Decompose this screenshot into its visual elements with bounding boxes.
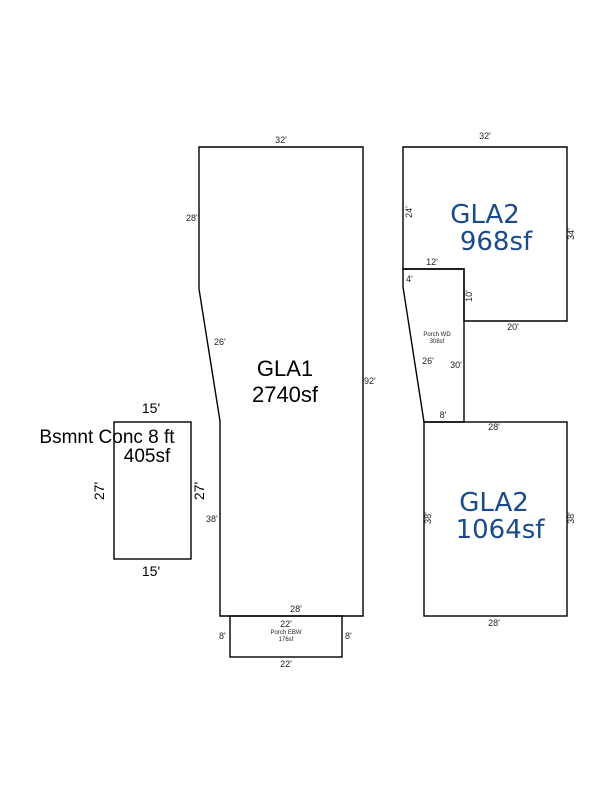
porch-ebw-top-dimension: 22' [280,619,292,629]
porch-wd-top-left-dimension: 4' [406,274,413,284]
gla1-bottom-dimension: 28' [290,604,302,614]
gla1-diagonal-dimension: 26' [214,337,226,347]
gla2-lower-outline [423,421,568,617]
basement-right-dimension: 27' [191,482,207,500]
basement-area-label: 405sf [124,446,171,467]
gla2-upper-top-dimension: 32' [479,131,491,141]
gla2-upper-notch-right-dimension: 10' [464,290,474,302]
gla2-upper-right-dimension: 34' [566,228,576,240]
gla2-lower-top-dimension: 28' [488,422,500,432]
porch-ebw-bottom-dimension: 22' [280,659,292,669]
gla1-name-label: GLA1 [257,356,313,381]
porch-ebw-left-dimension: 8' [219,631,226,641]
porch-ebw-area-label: 176sf [279,637,294,643]
porch-ebw-name-label: Porch EBW [270,630,301,636]
basement-top-dimension: 15' [142,400,160,416]
gla1-area-label: 2740sf [252,382,319,407]
porch-ebw-outline [229,615,343,658]
gla2-upper-name-label: GLA2 [450,200,520,230]
gla2-lower-bottom-dimension: 28' [488,618,500,628]
gla1-top-dimension: 32' [275,135,287,145]
gla2-upper-bottom-dimension: 20' [507,322,519,332]
basement-name-label: Bsmnt Conc 8 ft [39,427,175,448]
basement-bottom-dimension: 15' [142,563,160,579]
porch-ebw-right-dimension: 8' [345,631,352,641]
gla2-lower-left-dimension: 38' [423,512,433,524]
porch-wd-area-label: 308sf [430,339,445,345]
gla1-outline [198,146,364,617]
porch-wd-diagonal-dimension: 26' [422,356,434,366]
gla2-lower-right-dimension: 38' [566,512,576,524]
basement-outline [113,421,192,560]
gla2-upper-notch-top-dimension: 12' [426,257,438,267]
gla2-upper-area-label: 968sf [460,227,533,257]
gla2-upper-left-dimension: 24' [404,206,414,218]
porch-wd-bottom-dimension: 8' [440,410,447,420]
gla1-right-dimension: 92' [364,376,376,386]
basement-left-dimension: 27' [91,482,107,500]
gla2-lower-area-label: 1064sf [456,515,546,545]
porch-wd-outline [402,268,465,423]
porch-wd-name-label: Porch WD [423,332,451,338]
gla1-upper-left-dimension: 28' [186,213,198,223]
porch-wd-right-dimension: 30' [450,360,462,370]
gla2-lower-name-label: GLA2 [459,488,529,518]
gla1-lower-left-dimension: 38' [206,514,218,524]
